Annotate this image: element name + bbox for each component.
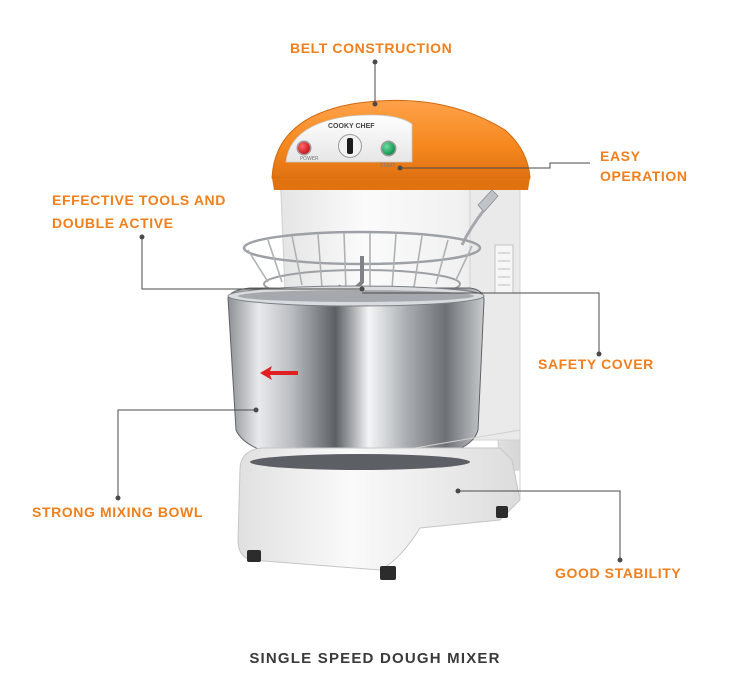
label-good-stability: GOOD STABILITY (555, 565, 682, 581)
arrow-left-icon (260, 366, 298, 380)
product-caption: SINGLE SPEED DOUGH MIXER (249, 650, 501, 667)
label-easy-operation-line2: OPERATION (600, 168, 688, 184)
power-button-icon[interactable] (298, 142, 310, 154)
start-button-icon[interactable] (382, 142, 395, 155)
label-easy-operation-line1: EASY (600, 148, 641, 164)
label-effective-tools-line2: DOUBLE ACTIVE (52, 215, 174, 231)
label-belt-construction: BELT CONSTRUCTION (290, 40, 453, 56)
label-safety-cover: SAFETY COVER (538, 356, 654, 372)
knob-icon[interactable] (338, 134, 362, 158)
label-strong-mixing-bowl: STRONG MIXING BOWL (32, 504, 204, 520)
label-effective-tools-line1: EFFECTIVE TOOLS AND (52, 192, 226, 208)
